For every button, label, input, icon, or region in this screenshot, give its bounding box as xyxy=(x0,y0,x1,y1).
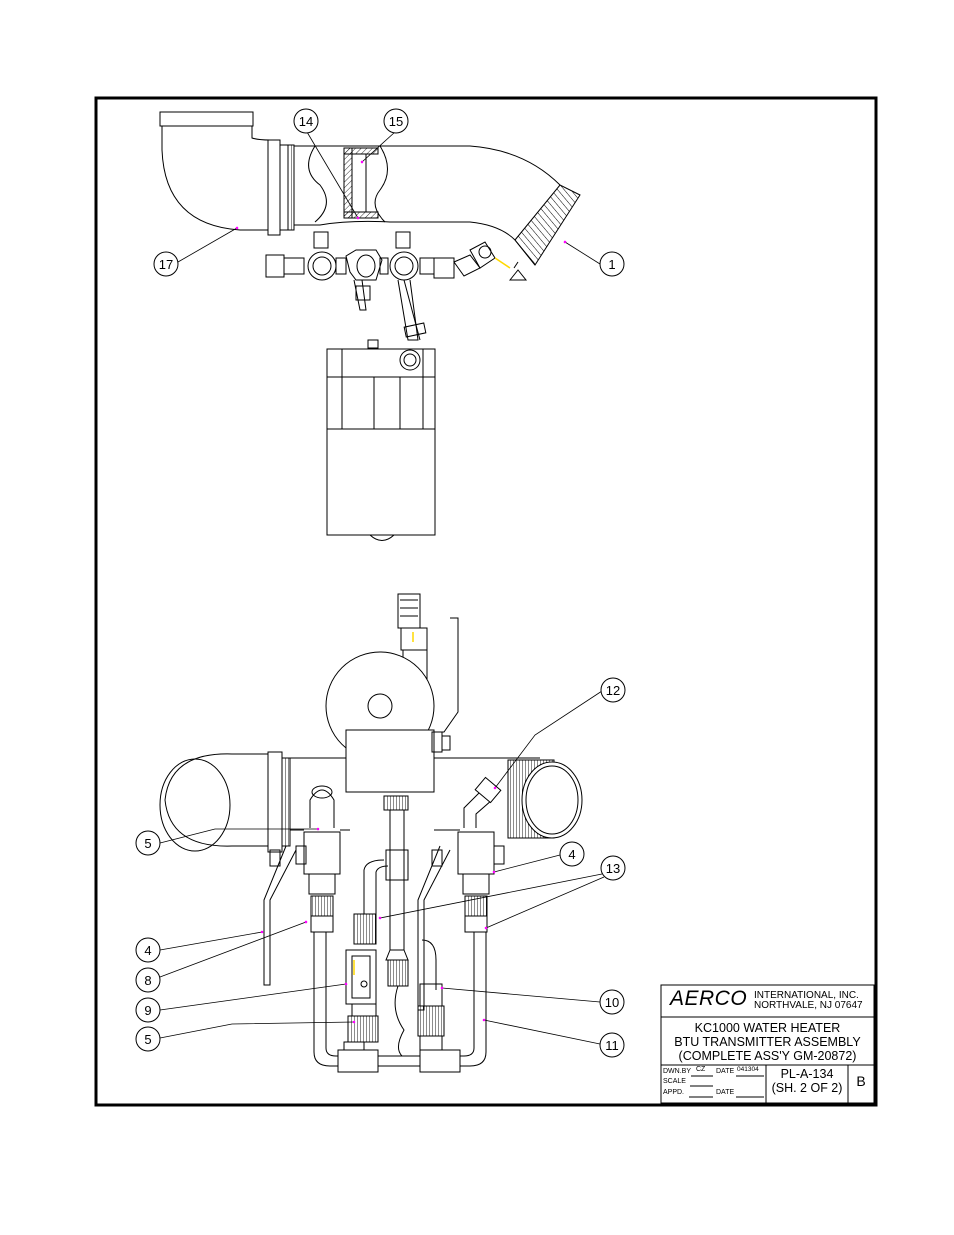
leader-5b xyxy=(159,1020,356,1039)
svg-text:9: 9 xyxy=(144,1003,151,1018)
callout-14: 14 xyxy=(293,108,319,134)
callout-10: 10 xyxy=(599,989,625,1015)
date2-label: DATE xyxy=(716,1089,735,1096)
callout-12: 12 xyxy=(600,677,626,703)
leader-13b xyxy=(484,876,605,930)
svg-text:5: 5 xyxy=(144,836,151,851)
svg-text:5: 5 xyxy=(144,1032,151,1047)
leader-17 xyxy=(177,226,239,263)
svg-text:15: 15 xyxy=(389,114,403,129)
svg-text:4: 4 xyxy=(568,847,575,862)
company-line1: INTERNATIONAL, INC. xyxy=(754,990,859,1001)
callout-4a: 4 xyxy=(559,841,585,867)
callout-4b: 4 xyxy=(135,937,161,963)
callout-11: 11 xyxy=(599,1032,625,1058)
svg-text:12: 12 xyxy=(606,683,620,698)
callout-8: 8 xyxy=(135,967,161,993)
svg-text:13: 13 xyxy=(606,861,620,876)
dwn-by-label: DWN.BY xyxy=(663,1068,691,1075)
svg-text:4: 4 xyxy=(144,943,151,958)
date-label: DATE xyxy=(716,1068,735,1075)
leader-4a xyxy=(492,854,561,874)
leader-10 xyxy=(440,986,601,1003)
callout-1: 1 xyxy=(599,251,625,277)
sheet-number: (SH. 2 OF 2) xyxy=(771,1081,843,1095)
revision-letter: B xyxy=(856,1073,866,1089)
leader-4b xyxy=(159,930,264,951)
drawing-number: PL-A-134 xyxy=(780,1067,834,1081)
leader-1 xyxy=(563,240,601,265)
svg-text:10: 10 xyxy=(605,995,619,1010)
leader-13a xyxy=(378,873,603,920)
title-block-frame xyxy=(660,984,875,1104)
svg-text:17: 17 xyxy=(159,257,173,272)
appd-label: APPD. xyxy=(663,1089,685,1096)
leader-9 xyxy=(159,982,348,1011)
front-view xyxy=(159,593,583,1073)
svg-text:11: 11 xyxy=(605,1038,619,1053)
callout-17: 17 xyxy=(153,251,179,277)
leader-12 xyxy=(493,690,603,790)
callout-9: 9 xyxy=(135,997,161,1023)
top-view xyxy=(159,111,581,541)
svg-text:14: 14 xyxy=(299,114,313,129)
company-line2: NORTHVALE, NJ 07647 xyxy=(754,1000,863,1011)
callout-13: 13 xyxy=(600,855,626,881)
callout-5b: 5 xyxy=(135,1026,161,1052)
drawing-title-line2: BTU TRANSMITTER ASSEMBLY xyxy=(674,1035,861,1049)
callout-5a: 5 xyxy=(135,830,161,856)
svg-text:8: 8 xyxy=(144,973,151,988)
leader-14 xyxy=(306,131,360,220)
leader-11 xyxy=(482,1018,601,1045)
drawing-title-line3: (COMPLETE ASS'Y GM-20872) xyxy=(678,1049,857,1063)
callout-15: 15 xyxy=(383,108,409,134)
sheet-border xyxy=(94,96,878,1107)
date-value: 041304 xyxy=(737,1066,759,1073)
leader-5a xyxy=(159,827,320,844)
company-logo: AERCO xyxy=(670,987,748,1010)
drawing-title-line1: KC1000 WATER HEATER xyxy=(694,1021,841,1035)
callout-leaders xyxy=(159,131,605,1045)
svg-text:1: 1 xyxy=(608,257,615,272)
leader-8 xyxy=(159,920,308,978)
leader-15 xyxy=(360,131,396,164)
callout-balloons: 14 15 17 1 12 5 4 13 4 8 9 5 10 11 xyxy=(135,108,626,1058)
scale-label: SCALE xyxy=(663,1078,686,1085)
dwn-by-value: CZ xyxy=(696,1066,706,1073)
